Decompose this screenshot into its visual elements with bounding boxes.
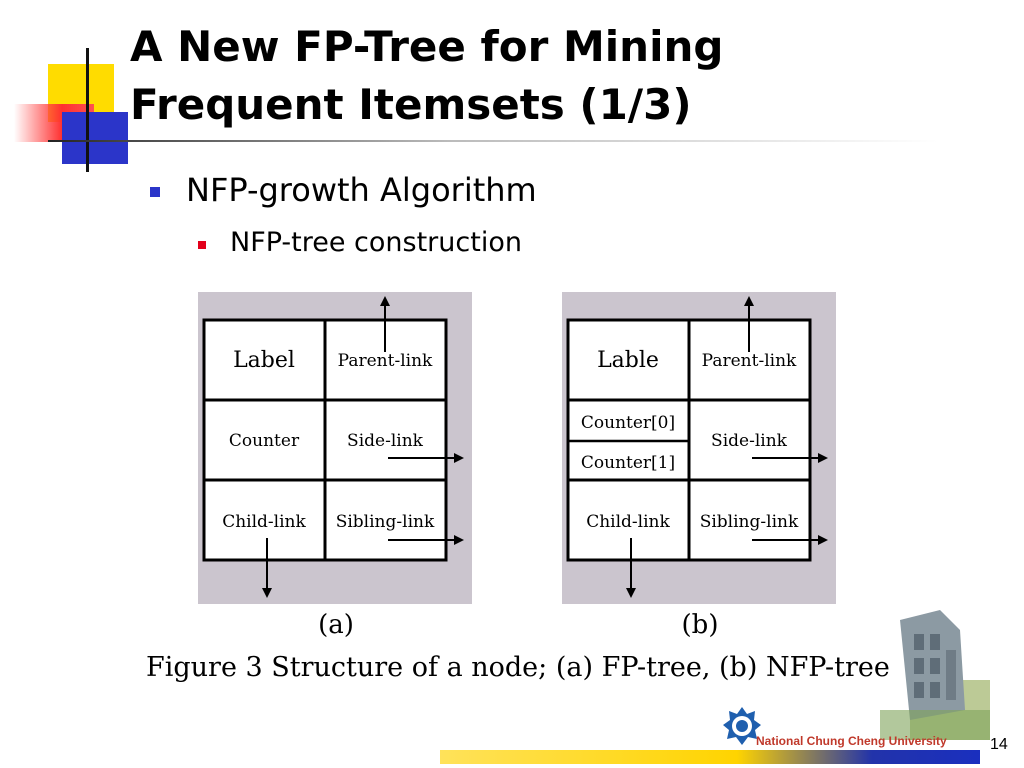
panel-b-counter1: Counter[1] [581, 453, 675, 473]
panel-b-counter0: Counter[0] [581, 413, 675, 433]
panel-b-parent-link: Parent-link [702, 351, 797, 371]
panel-b-sublabel: (b) [682, 610, 719, 640]
bullet-square-icon [150, 187, 160, 197]
footer-bar [440, 750, 980, 764]
panel-b-label-cell: Lable [597, 348, 659, 373]
title-underline [48, 140, 938, 142]
panel-a-label-cell: Label [233, 348, 295, 373]
node-structure-figure: Label Parent-link Counter Side-link Chil… [198, 292, 836, 640]
campus-building-image [880, 610, 990, 740]
slide-title: A New FP-Tree for Mining Frequent Itemse… [130, 18, 723, 134]
panel-a-child-link: Child-link [222, 512, 306, 532]
figure-caption: Figure 3 Structure of a node; (a) FP-tre… [146, 652, 890, 683]
panel-b: Lable Parent-link Counter[0] Counter[1] … [562, 292, 836, 640]
title-line-2: Frequent Itemsets (1/3) [130, 80, 692, 129]
page-number: 14 [990, 736, 1008, 753]
panel-b-child-link: Child-link [586, 512, 670, 532]
panel-a-counter-cell: Counter [229, 431, 300, 451]
title-line-1: A New FP-Tree for Mining [130, 22, 724, 71]
university-name: National Chung Cheng University [756, 734, 947, 748]
decor-blue-square [62, 112, 128, 164]
university-logo-icon [723, 707, 761, 745]
panel-a-sublabel: (a) [318, 610, 354, 640]
panel-a-parent-link: Parent-link [338, 351, 433, 371]
decor-vertical-line [86, 48, 89, 172]
panel-b-side-link: Side-link [711, 431, 788, 451]
panel-a: Label Parent-link Counter Side-link Chil… [198, 292, 472, 640]
panel-a-side-link: Side-link [347, 431, 424, 451]
panel-a-sibling-link: Sibling-link [336, 512, 435, 532]
bullet-level1-text: NFP-growth Algorithm [186, 171, 537, 209]
bullet-square-icon [198, 241, 206, 249]
panel-b-sibling-link: Sibling-link [700, 512, 799, 532]
bullet-level2-text: NFP-tree construction [230, 227, 522, 258]
